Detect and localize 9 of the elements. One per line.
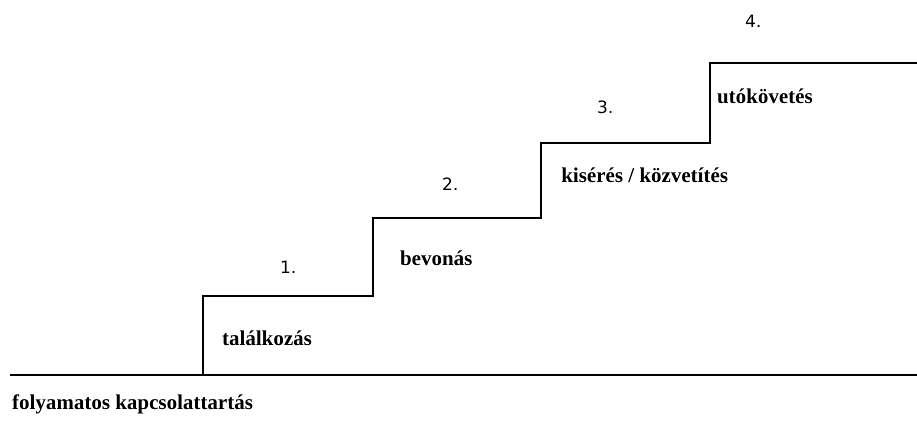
step-number: 3. [597, 98, 614, 118]
base-label: folyamatos kapcsolattartás [12, 390, 253, 415]
step-label: kisérés / közvetítés [560, 162, 728, 189]
step-number: 1. [280, 258, 296, 278]
step-number: 4. [745, 12, 762, 32]
step-label: találkozás [222, 326, 312, 351]
step-label: utókövetés [717, 84, 813, 109]
step-number: 2. [442, 175, 458, 195]
step-label: bevonás [400, 246, 472, 271]
